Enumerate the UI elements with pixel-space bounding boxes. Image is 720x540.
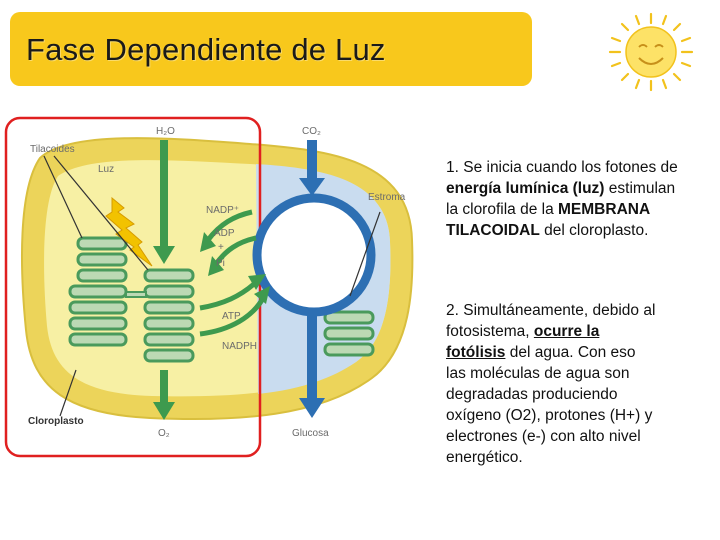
p1-bold-tilacoidal: TILACOIDAL xyxy=(446,222,540,239)
sun-icon xyxy=(608,12,694,92)
glucose-arrow xyxy=(299,314,325,418)
p2-line: energético. xyxy=(446,449,523,466)
p1-text: estimulan xyxy=(604,180,676,197)
light-phase-highlight xyxy=(4,116,262,458)
p2-line: oxígeno (O2), protones (H+) y xyxy=(446,407,653,424)
p1-line-1: 1. Se inicia cuando los fotones de xyxy=(446,159,678,176)
o2-label: O₂ xyxy=(158,428,170,439)
nadp-arrow-head xyxy=(200,232,216,252)
stroma-lamella xyxy=(125,291,147,298)
nadp-label: NADP⁺ xyxy=(206,205,239,216)
paragraph-2: 2. Simultáneamente, debido al fotosistem… xyxy=(446,300,720,468)
adp-arrow xyxy=(213,235,257,266)
p1-bold-energia: energía lumínica (luz) xyxy=(446,180,605,197)
co2-label: CO₂ xyxy=(302,126,321,137)
atp-arrow xyxy=(199,282,256,311)
p2-line: degradadas produciendo xyxy=(446,386,618,403)
page-title: Fase Dependiente de Luz xyxy=(26,32,386,67)
nadph-arrow xyxy=(199,298,265,337)
calvin-cycle-circle xyxy=(252,193,376,317)
luz-label: Luz xyxy=(98,164,114,175)
pointer-lines xyxy=(43,155,381,417)
title-banner: Fase Dependiente de Luz xyxy=(10,12,532,86)
p2-line: del agua. Con eso xyxy=(505,344,636,361)
light-bolt-icon xyxy=(105,196,153,267)
nadph-arrow-head xyxy=(254,286,270,304)
nadph-label: NADPH xyxy=(222,341,257,352)
atp-arrow-head xyxy=(248,274,266,290)
p2-line: las moléculas de agua son xyxy=(446,365,630,382)
p2-line: 2. Simultáneamente, debido al xyxy=(446,302,656,319)
p1-text: la clorofila de la xyxy=(446,201,559,218)
co2-arrow xyxy=(299,140,325,196)
paragraph-1: 1. Se inicia cuando los fotones de energ… xyxy=(446,157,720,241)
o2-arrow xyxy=(153,370,175,420)
p2-bold-fotolisis: fotólisis xyxy=(446,344,506,361)
thylakoid-stack xyxy=(323,310,375,357)
glucosa-label: Glucosa xyxy=(292,428,329,439)
p1-text: del cloroplasto. xyxy=(539,222,649,239)
h2o-arrow xyxy=(153,140,175,264)
chloroplast-diagram: Tilacoides Luz H₂O CO₂ Estroma NADP⁺ ADP… xyxy=(4,116,414,458)
p2-line: electrones (e-) con alto nivel xyxy=(446,428,641,445)
thylakoid-stack xyxy=(143,268,195,363)
h2o-label: H₂O xyxy=(156,126,175,137)
tilacoides-label: Tilacoides xyxy=(30,144,75,155)
cloroplasto-label: Cloroplasto xyxy=(28,416,84,427)
nadp-arrow xyxy=(206,209,253,242)
p1-bold-membrana: MEMBRANA xyxy=(558,201,651,218)
estroma-label: Estroma xyxy=(368,192,406,203)
p2-line: fotosistema, xyxy=(446,323,534,340)
plus-label: + xyxy=(218,242,224,253)
adp-arrow-head xyxy=(208,256,224,276)
p2-bold-ocurre: ocurre la xyxy=(533,323,600,340)
adp-label: ADP xyxy=(214,228,235,239)
pi-label: Pi xyxy=(216,258,225,269)
atp-label: ATP xyxy=(222,311,241,322)
